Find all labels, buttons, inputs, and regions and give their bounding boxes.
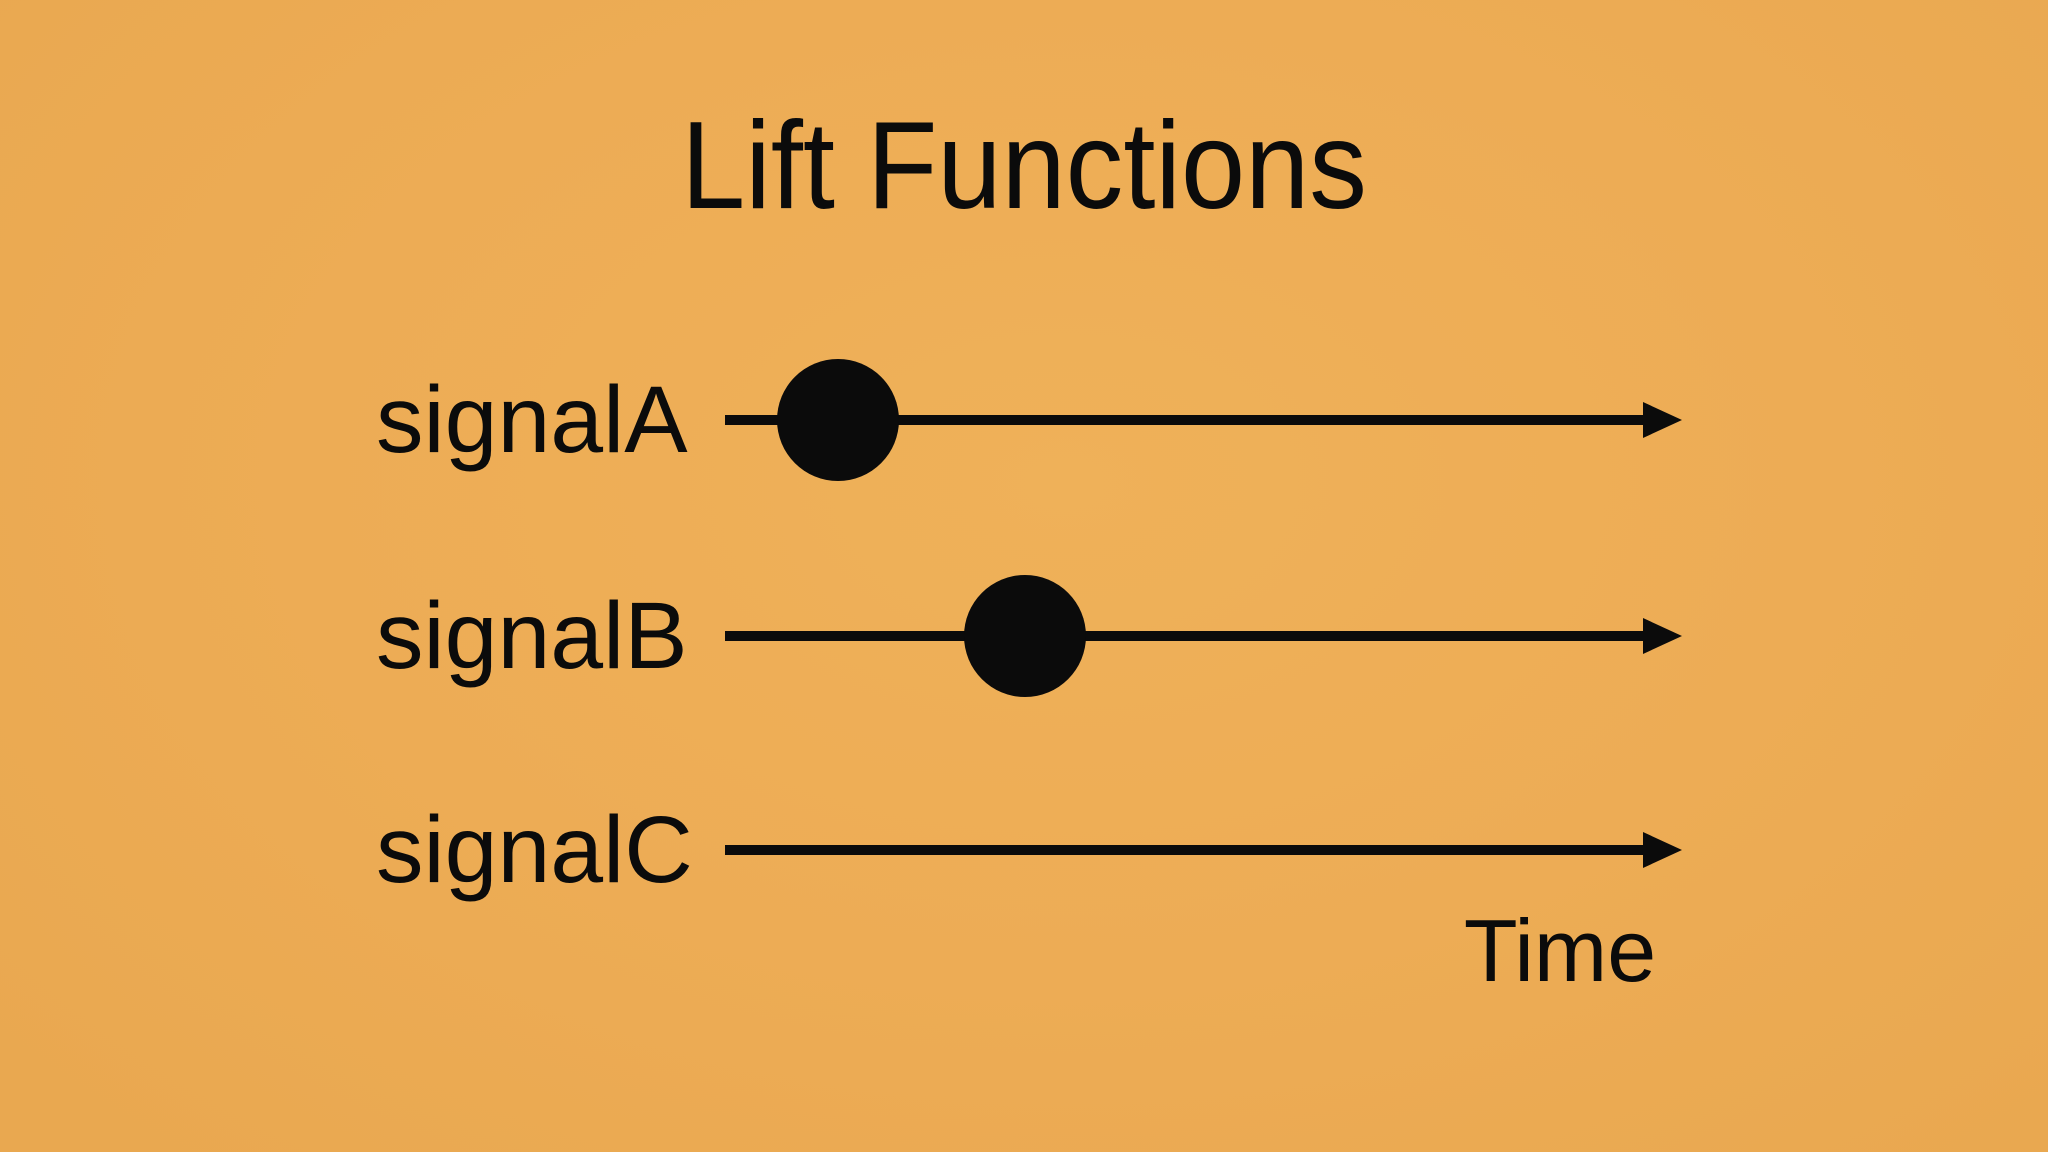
- arrow-right-icon: [1643, 832, 1682, 868]
- event-marker-signalB[interactable]: [964, 575, 1086, 697]
- time-axis-label: Time: [1463, 901, 1657, 1000]
- event-marker-signalA[interactable]: [777, 359, 899, 481]
- timeline-axis-signalB: [700, 566, 1710, 706]
- timeline-axis-signalA: [700, 350, 1710, 490]
- arrow-right-icon: [1643, 618, 1682, 654]
- timeline-row-signalC: signalC: [0, 780, 2048, 920]
- timeline-row-signalB: signalB: [0, 566, 2048, 706]
- timeline-row-label-signalC: signalC: [376, 797, 693, 903]
- timeline-row-label-signalA: signalA: [376, 367, 688, 473]
- arrow-right-icon: [1643, 402, 1682, 438]
- timeline-axis-signalC: [700, 780, 1710, 920]
- timeline-row-label-signalB: signalB: [376, 583, 688, 689]
- page-title: Lift Functions: [681, 97, 1367, 235]
- timeline-row-signalA: signalA: [0, 350, 2048, 490]
